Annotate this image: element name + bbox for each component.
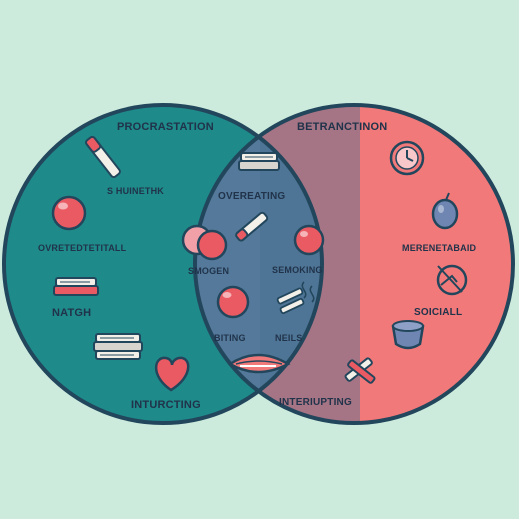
red-ball-icon bbox=[181, 224, 228, 261]
label-left-1: S HUINETHK bbox=[107, 186, 164, 196]
label-center-2: SMOGEN bbox=[188, 266, 229, 276]
bowl-icon bbox=[391, 320, 425, 350]
book-stack-icon bbox=[93, 333, 143, 360]
label-center-4: BITING bbox=[214, 333, 246, 343]
heart-icon bbox=[154, 356, 190, 392]
red-ball-icon bbox=[216, 285, 250, 319]
label-center-5: NEILS bbox=[275, 333, 303, 343]
label-left-3: NATGH bbox=[52, 307, 91, 319]
label-center-1: OVEREATING bbox=[218, 191, 285, 202]
label-left-title: PROCRASTATION bbox=[117, 121, 214, 133]
mouth-icon bbox=[227, 353, 291, 374]
book-stack-icon bbox=[238, 152, 280, 171]
left-circle-outline bbox=[2, 103, 324, 425]
cigarette-icon bbox=[85, 136, 121, 178]
smoke-icon bbox=[276, 281, 315, 315]
label-right-2: SOICIALL bbox=[414, 307, 462, 318]
overlap-region bbox=[195, 105, 322, 423]
right-circle-outline bbox=[193, 103, 515, 425]
label-left-4: INTURCTING bbox=[131, 399, 201, 411]
label-left-2: OVRETEDTETITALL bbox=[38, 243, 127, 253]
label-right-3: INTERIUPTING bbox=[279, 397, 352, 408]
scale-icon bbox=[436, 264, 468, 296]
broken-pencil-icon bbox=[344, 357, 376, 384]
book-stack-icon bbox=[53, 277, 99, 296]
plum-icon bbox=[431, 192, 459, 230]
clock-icon bbox=[389, 140, 425, 176]
label-right-title: BETRANCTINON bbox=[297, 121, 387, 133]
red-ball-icon bbox=[293, 224, 325, 256]
cigarette-icon bbox=[235, 211, 269, 242]
label-center-3: SEMOKING bbox=[272, 265, 323, 275]
red-ball-icon bbox=[51, 195, 87, 231]
label-right-1: MERENETABAID bbox=[402, 243, 477, 253]
